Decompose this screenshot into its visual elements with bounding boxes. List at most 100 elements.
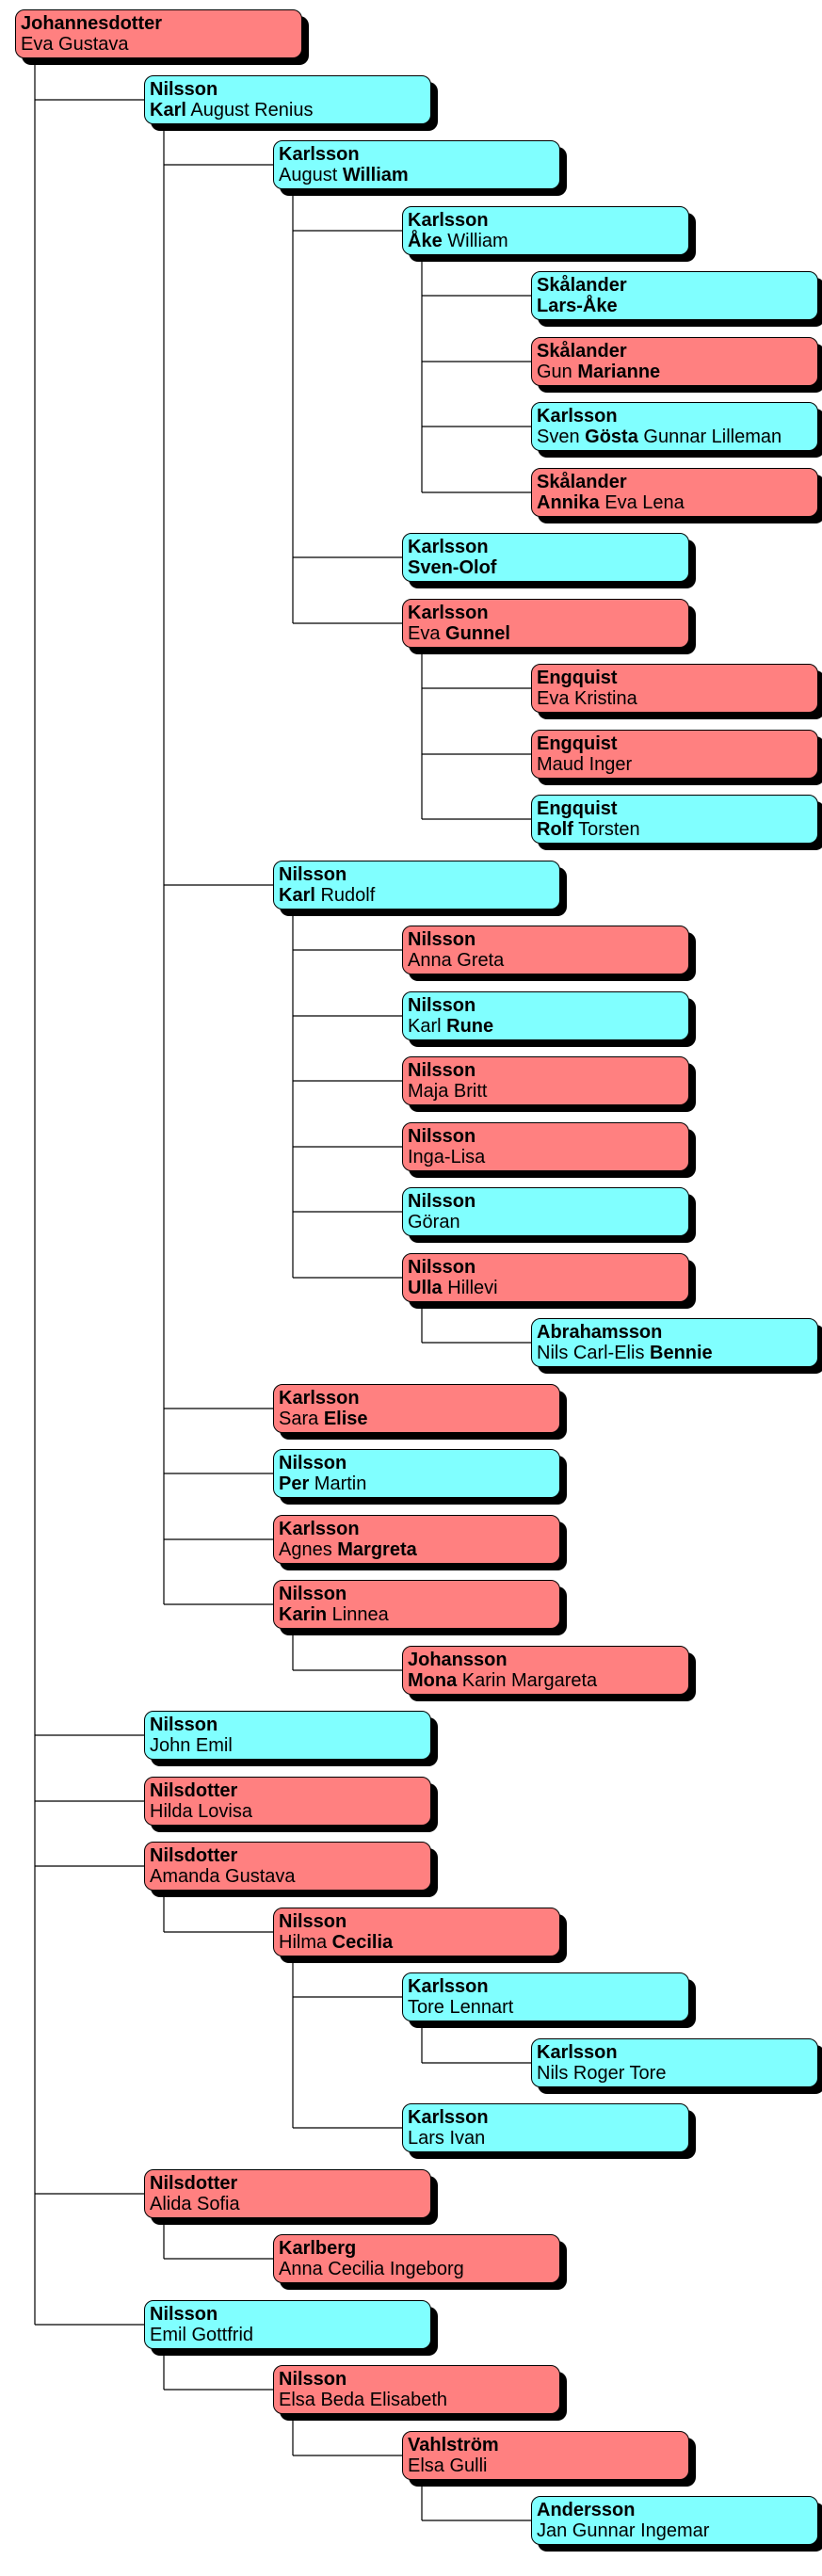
person-given-name: Nils Carl-Elis [537,1343,650,1363]
person-first-names: Åke William [408,231,688,251]
person-last-name: Nilsson [408,1191,476,1212]
person-given-name: Göran [408,1212,460,1232]
person-given-name: Hillevi [442,1278,498,1298]
person-first-names: Lars-Åke [537,296,817,316]
person-given-name: Linnea [327,1604,389,1625]
person-first-names: Nils Roger Tore [537,2063,817,2084]
person-first-names: Gun Marianne [537,362,817,382]
person-given-name: Eva Gustava [21,34,129,55]
person-last-name: Karlsson [537,406,618,427]
person-given-name-called: Mona [408,1670,458,1691]
person-first-names: Jan Gunnar Ingemar [537,2520,817,2541]
person-last-name: Karlsson [408,2107,489,2128]
person-first-names: Eva Gustava [21,34,301,55]
person-given-name: Hilma [279,1932,332,1953]
person-last-name: Nilsson [408,929,476,950]
person-first-names: Eva Kristina [537,688,817,709]
person-given-name-called: Karl [150,100,186,121]
person-first-names: Eva Gunnel [408,623,688,644]
person-last-name: Engquist [537,798,618,819]
person-given-name: Amanda Gustava [150,1866,296,1887]
person-last-name: Karlsson [408,210,489,231]
person-given-name-called: Sven-Olof [408,557,497,578]
person-last-name: Skålander [537,472,627,492]
person-first-names: Sven Gösta Gunnar Lilleman [537,427,817,447]
person-first-names: John Emil [150,1735,430,1756]
person-first-names: Maud Inger [537,754,817,775]
person-first-names: Lars Ivan [408,2128,688,2149]
person-first-names: Elsa Gulli [408,2455,688,2476]
person-last-name: Karlsson [279,1388,360,1409]
person-given-name: Elsa Gulli [408,2455,488,2476]
person-given-name: Hilda Lovisa [150,1801,252,1822]
person-given-name-called: Annika [537,492,600,513]
person-last-name: Karlsson [408,1976,489,1997]
person-first-names: Sven-Olof [408,557,688,578]
person-last-name: Karlsson [408,603,489,623]
person-last-name: Nilsson [150,79,218,100]
person-first-names: Hilma Cecilia [279,1932,559,1953]
person-first-names: Agnes Margreta [279,1539,559,1560]
person-given-name: Sara [279,1409,324,1429]
person-first-names: Sara Elise [279,1409,559,1429]
person-last-name: Nilsson [150,1715,218,1735]
person-last-name: Nilsson [279,1584,347,1604]
person-given-name: Karin Margareta [457,1670,598,1691]
person-given-name-called: Ulla [408,1278,443,1298]
person-first-names: Per Martin [279,1473,559,1494]
person-first-names: Nils Carl-Elis Bennie [537,1343,817,1363]
person-given-name: Maud Inger [537,754,633,775]
person-last-name: Johansson [408,1650,508,1670]
person-given-name-called: Bennie [650,1343,713,1363]
person-given-name: William [442,231,508,251]
person-given-name: Emil Gottfrid [150,2325,254,2345]
person-first-names: Mona Karin Margareta [408,1670,688,1691]
person-first-names: Emil Gottfrid [150,2325,430,2345]
person-first-names: Karl Rune [408,1016,688,1037]
person-first-names: Karin Linnea [279,1604,559,1625]
person-given-name: August [279,165,343,185]
person-given-name: Agnes [279,1539,338,1560]
person-given-name-called: Margreta [337,1539,417,1560]
person-first-names: Tore Lennart [408,1997,688,2018]
